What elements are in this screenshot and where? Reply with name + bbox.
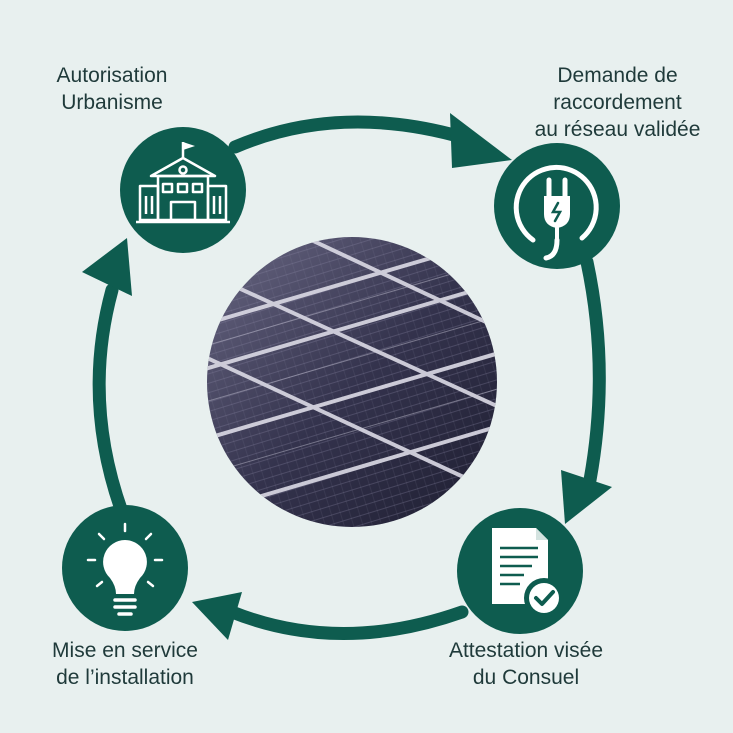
step-consuel-label: Attestation visée du Consuel xyxy=(415,637,637,691)
town-hall-icon xyxy=(136,142,230,224)
step-service-label: Mise en service de l’installation xyxy=(20,637,230,691)
step-grid-label-line3: au réseau validée xyxy=(534,118,701,141)
plug-icon xyxy=(513,164,599,261)
step-auth-badge xyxy=(120,127,246,253)
step-service-badge xyxy=(62,505,188,631)
arrow-auth-to-grid xyxy=(228,115,472,154)
arrow-service-to-auth xyxy=(92,283,129,519)
solar-panel-photo xyxy=(207,237,497,527)
arrowhead-auth-to-grid xyxy=(450,113,512,168)
step-grid-badge xyxy=(494,143,620,269)
step-service-label-line1: Mise en service xyxy=(52,639,198,662)
certified-document-icon xyxy=(492,528,564,618)
arrow-consuel-to-service xyxy=(225,605,469,640)
step-consuel-label-line2: du Consuel xyxy=(472,666,580,689)
light-bulb-icon xyxy=(86,522,164,616)
step-auth-label: Autorisation Urbanisme xyxy=(22,62,202,116)
step-consuel-label-line1: Attestation visée xyxy=(448,639,604,662)
arrowhead-consuel-to-service xyxy=(192,592,242,640)
step-grid-label-line1: Demande de xyxy=(557,64,678,87)
cycle-arrows xyxy=(82,113,612,640)
arrowhead-grid-to-consuel xyxy=(561,470,612,524)
step-auth-label-line2: Urbanisme xyxy=(61,91,163,114)
step-grid-label-line2: raccordement xyxy=(553,91,682,114)
step-auth-label-line1: Autorisation xyxy=(56,64,168,87)
arrowhead-service-to-auth xyxy=(82,238,132,296)
arrow-grid-to-consuel xyxy=(580,255,606,487)
step-consuel-badge xyxy=(457,508,583,634)
step-grid-label: Demande de raccordement au réseau validé… xyxy=(505,62,730,143)
step-service-label-line2: de l’installation xyxy=(56,666,194,689)
